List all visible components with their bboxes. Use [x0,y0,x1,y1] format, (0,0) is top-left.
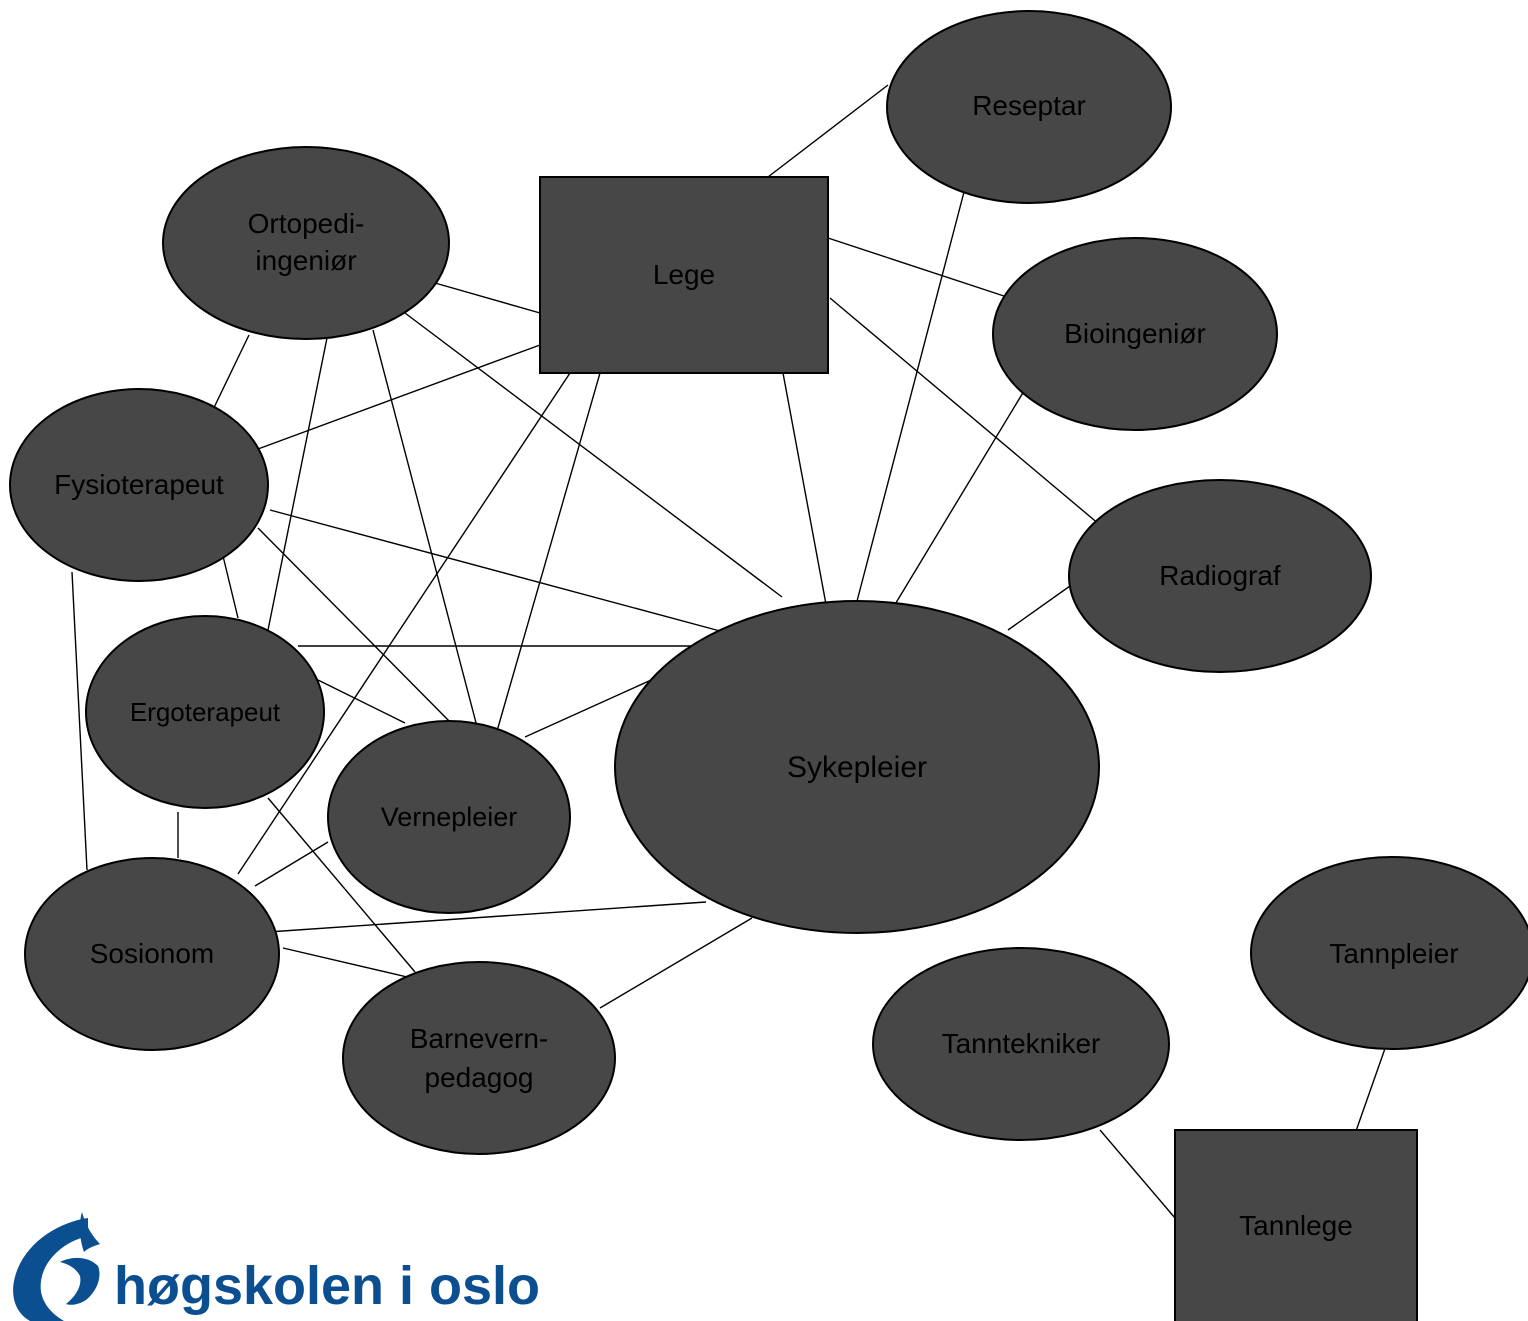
node-label: Vernepleier [381,802,518,832]
node-shape [9,388,269,582]
node-reseptar: Reseptar [886,10,1172,204]
node-tanntekniker: Tanntekniker [872,947,1170,1141]
edge [524,675,661,738]
node-tannpleier: Tannpleier [1250,856,1528,1050]
node-label: Reseptar [972,90,1086,121]
edge [257,344,541,450]
edge [1007,585,1071,631]
node-sosionom: Sosionom [24,857,280,1051]
node-label: Tanntekniker [942,1028,1101,1059]
nodes: Reseptar Ortopedi- ingeniør Lege Bioinge… [9,10,1528,1321]
edge [269,509,721,632]
edge [372,329,481,739]
edge [267,901,707,933]
node-radiograf: Radiograf [1068,479,1372,673]
node-shape [1068,479,1372,673]
node-label: pedagog [424,1062,533,1093]
node-label: Lege [653,259,715,290]
node-shape [886,10,1172,204]
node-sykepleier: Sykepleier [614,600,1100,934]
node-shape [327,720,571,914]
edge [71,571,88,871]
edges [71,84,1389,1219]
edge [599,917,753,1009]
edge [237,372,571,875]
node-label: ingeniør [255,245,356,276]
node-shape [1174,1129,1418,1321]
node-shape [539,176,829,374]
node-label: Radiograf [1159,560,1281,591]
node-shape [992,237,1278,431]
edge [1355,1039,1389,1132]
node-shape [162,146,450,340]
node-label: Barnevern- [410,1023,549,1054]
edge [317,679,406,724]
edge [855,191,965,606]
edge [494,372,601,739]
edge [434,282,541,314]
edge [282,947,421,981]
edge [267,332,329,631]
institution-logo: høgskolen i oslo [13,1212,540,1321]
edge [267,797,416,973]
node-label: Sosionom [90,938,215,969]
node-label: Bioingeniør [1064,318,1206,349]
node-shape [85,615,325,809]
node-shape [24,857,280,1051]
node-label: Fysioterapeut [54,469,224,500]
node-label: Ergoterapeut [130,697,281,727]
edge [827,237,1011,299]
node-shape [614,600,1100,934]
edge [829,297,1101,526]
node-lege: Lege [539,176,829,374]
node-ergoterapeut: Ergoterapeut [85,615,325,809]
edge [254,841,329,887]
node-label: Tannlege [1239,1210,1353,1241]
edge [782,372,829,616]
node-shape [1250,856,1528,1050]
edge [887,390,1025,617]
node-label: Sykepleier [787,751,927,784]
node-bioingenior: Bioingeniør [992,237,1278,431]
node-ortopedi: Ortopedi- ingeniør [162,146,450,340]
node-label: Ortopedi- [248,208,365,239]
node-shape [872,947,1170,1141]
node-barnevern: Barnevern- pedagog [342,961,616,1155]
edge [404,312,783,598]
edge [222,555,239,619]
node-vernepleier: Vernepleier [327,720,571,914]
node-fysioterapeut: Fysioterapeut [9,388,269,582]
edge [257,527,459,731]
logo-mark-icon [13,1212,100,1321]
node-label: Tannpleier [1329,938,1458,969]
edge [767,84,889,178]
edge [207,334,250,421]
logo-text: høgskolen i oslo [114,1256,540,1316]
node-tannlege: Tannlege [1174,1129,1418,1321]
edge [1099,1129,1176,1219]
node-shape [342,961,616,1155]
